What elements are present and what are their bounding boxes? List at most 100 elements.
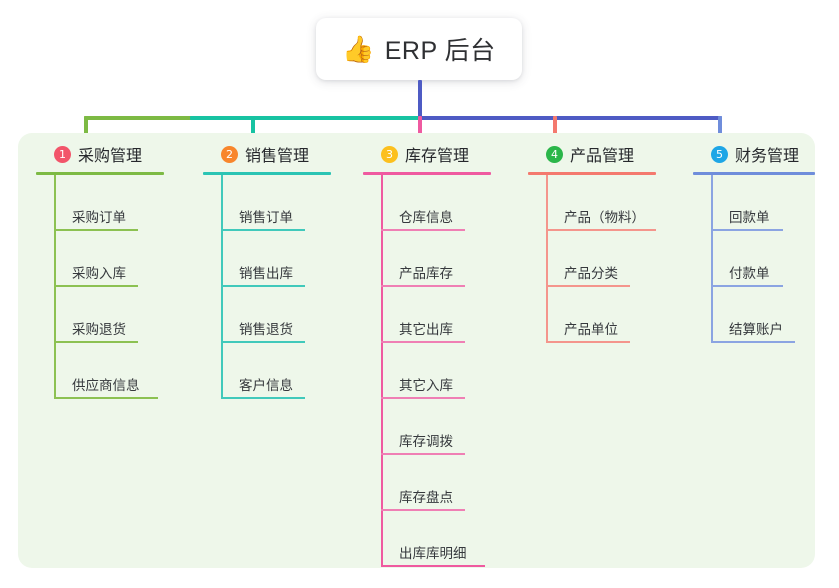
- branch-title-5: 财务管理: [735, 148, 800, 165]
- leaf-node[interactable]: 产品单位: [528, 287, 703, 343]
- leaf-underline: [711, 285, 783, 287]
- leaf-node[interactable]: 采购退货: [36, 287, 196, 343]
- leaf-underline: [381, 565, 485, 567]
- branch-badge-5: 5: [711, 145, 728, 163]
- connector-drop-col1: [84, 116, 88, 141]
- leaf-node[interactable]: 回款单: [693, 175, 839, 231]
- branch-header-1[interactable]: 1 采购管理: [36, 133, 196, 175]
- leaf-node[interactable]: 供应商信息: [36, 343, 196, 399]
- leaf-node[interactable]: 产品（物料）: [528, 175, 703, 231]
- branch-title-2: 销售管理: [245, 148, 310, 165]
- leaf-node[interactable]: 客户信息: [203, 343, 363, 399]
- leaf-underline: [546, 285, 630, 287]
- leaf-label: 仓库信息: [399, 210, 453, 225]
- branch-header-4[interactable]: 4 产品管理: [528, 133, 703, 175]
- branch-underline-1: [36, 172, 164, 175]
- leaf-underline: [221, 341, 305, 343]
- leaf-underline: [221, 285, 305, 287]
- leaf-underline: [54, 285, 138, 287]
- leaf-underline: [381, 509, 465, 511]
- leaf-underline: [221, 397, 305, 399]
- leaf-node[interactable]: 产品分类: [528, 231, 703, 287]
- mindmap-panel: 1 采购管理 采购订单 采购入库 采购退货 供应: [18, 133, 815, 568]
- leaf-label: 采购退货: [72, 322, 126, 337]
- branch-column-2: 2 销售管理 销售订单 销售出库 销售退货 客户: [203, 133, 363, 455]
- leaf-node[interactable]: 销售订单: [203, 175, 363, 231]
- leaf-underline: [381, 341, 465, 343]
- branch-badge-4: 4: [546, 145, 563, 163]
- branch-header-2[interactable]: 2 销售管理: [203, 133, 363, 175]
- branch-column-3: 3 库存管理 仓库信息 产品库存 其它出库 其它: [363, 133, 538, 567]
- leaf-label: 出库库明细: [399, 546, 467, 561]
- branch-spine-1: [54, 175, 56, 399]
- leaf-label: 库存调拨: [399, 434, 453, 449]
- branch-badge-2: 2: [221, 145, 238, 163]
- connector-root-stem: [418, 80, 422, 118]
- leaf-label: 产品库存: [399, 266, 453, 281]
- leaf-node[interactable]: 出库库明细: [363, 511, 538, 567]
- connector-drop-col2: [251, 116, 255, 141]
- leaf-node[interactable]: 库存盘点: [363, 455, 538, 511]
- branch-title-1: 采购管理: [78, 148, 143, 165]
- leaf-label: 供应商信息: [72, 378, 140, 393]
- leaf-node[interactable]: 采购订单: [36, 175, 196, 231]
- leaf-underline: [381, 285, 465, 287]
- leaf-underline: [381, 229, 465, 231]
- leaf-node[interactable]: 库存调拨: [363, 399, 538, 455]
- branch-items-5: 回款单 付款单 结算账户: [693, 175, 839, 399]
- root-node-erp-backend[interactable]: 👍 ERP 后台: [316, 18, 522, 80]
- leaf-underline: [54, 341, 138, 343]
- leaf-node[interactable]: 结算账户: [693, 287, 839, 343]
- branch-spine-4: [546, 175, 548, 343]
- leaf-underline: [54, 397, 158, 399]
- connector-drop-col4: [553, 116, 557, 141]
- leaf-underline: [546, 229, 656, 231]
- branch-spine-2: [221, 175, 223, 399]
- branch-title-3: 库存管理: [405, 148, 470, 165]
- branch-column-5: 5 财务管理 回款单 付款单 结算账户: [693, 133, 839, 399]
- leaf-node[interactable]: 产品库存: [363, 231, 538, 287]
- branch-underline-4: [528, 172, 656, 175]
- leaf-label: 产品（物料）: [564, 210, 645, 225]
- connector-bus-mid-teal: [190, 116, 420, 120]
- branch-column-4: 4 产品管理 产品（物料） 产品分类 产品单位: [528, 133, 703, 399]
- leaf-node[interactable]: 其它出库: [363, 287, 538, 343]
- branch-underline-3: [363, 172, 491, 175]
- leaf-underline: [221, 229, 305, 231]
- branch-items-1: 采购订单 采购入库 采购退货 供应商信息: [36, 175, 196, 455]
- leaf-label: 其它出库: [399, 322, 453, 337]
- leaf-label: 回款单: [729, 210, 770, 225]
- leaf-node[interactable]: 其它入库: [363, 343, 538, 399]
- branch-spine-5: [711, 175, 713, 343]
- branch-badge-1: 1: [54, 145, 71, 163]
- leaf-underline: [711, 341, 795, 343]
- branch-underline-5: [693, 172, 815, 175]
- leaf-node[interactable]: 销售出库: [203, 231, 363, 287]
- leaf-label: 产品分类: [564, 266, 618, 281]
- leaf-label: 其它入库: [399, 378, 453, 393]
- leaf-underline: [381, 397, 465, 399]
- branch-items-3: 仓库信息 产品库存 其它出库 其它入库 库存调拨: [363, 175, 538, 567]
- leaf-node[interactable]: 仓库信息: [363, 175, 538, 231]
- leaf-label: 销售退货: [239, 322, 293, 337]
- branch-badge-3: 3: [381, 145, 398, 163]
- branch-title-4: 产品管理: [570, 148, 635, 165]
- branch-underline-2: [203, 172, 331, 175]
- branch-header-5[interactable]: 5 财务管理: [693, 133, 839, 175]
- leaf-node[interactable]: 采购入库: [36, 231, 196, 287]
- connector-bus-right-blue: [418, 116, 722, 120]
- leaf-label: 产品单位: [564, 322, 618, 337]
- branch-header-3[interactable]: 3 库存管理: [363, 133, 538, 175]
- branch-items-2: 销售订单 销售出库 销售退货 客户信息: [203, 175, 363, 455]
- leaf-underline: [381, 453, 465, 455]
- leaf-label: 结算账户: [729, 322, 783, 337]
- branch-items-4: 产品（物料） 产品分类 产品单位: [528, 175, 703, 399]
- leaf-node[interactable]: 销售退货: [203, 287, 363, 343]
- leaf-label: 销售订单: [239, 210, 293, 225]
- leaf-underline: [711, 229, 783, 231]
- leaf-label: 销售出库: [239, 266, 293, 281]
- root-node-label: ERP 后台: [384, 37, 496, 65]
- leaf-label: 库存盘点: [399, 490, 453, 505]
- leaf-node[interactable]: 付款单: [693, 231, 839, 287]
